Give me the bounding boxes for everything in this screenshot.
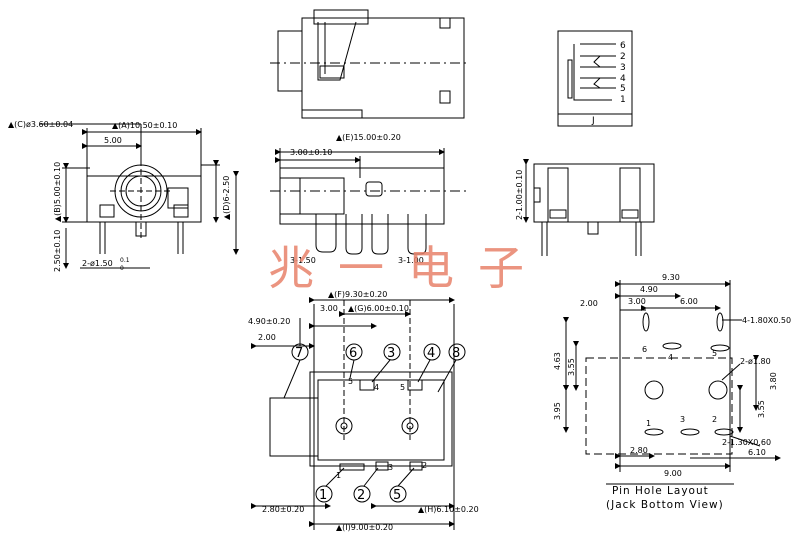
- circled-8: 8: [452, 346, 460, 361]
- phl-dim-355-left: 3.55: [567, 358, 576, 376]
- dim-a-width: ▲(A)10.50±0.10: [112, 121, 177, 130]
- phl-dim-280: 2.80: [630, 446, 648, 455]
- dim-3-150: 3-1.50: [290, 256, 316, 265]
- pin-label-2: 2: [422, 461, 427, 470]
- phl-pin-6: 6: [642, 345, 647, 354]
- schem-pin-3: 3: [620, 63, 626, 73]
- circled-1: 1: [319, 488, 327, 503]
- schem-pin-6: 6: [620, 41, 626, 51]
- top-view: [270, 9, 470, 119]
- dim-2-100: 2-1.00±0.10: [515, 170, 524, 220]
- phl-dim-355-right: 3.55: [757, 400, 766, 418]
- dim-300-side: 3.00±0.10: [290, 148, 332, 157]
- schem-pin-5: 5: [620, 84, 626, 94]
- phl-dim-900: 9.00: [664, 469, 682, 478]
- phl-dim-2-130: 2-1.30X0.60: [722, 438, 771, 447]
- dim-5: 5.00: [104, 136, 122, 145]
- dim-280-bottom: 2.80±0.20: [262, 505, 304, 514]
- phl-dim-380: 3.80: [769, 372, 778, 390]
- dim-i: ▲(I)9.00±0.20: [336, 523, 393, 532]
- circled-6: 6: [349, 346, 357, 361]
- phl-pin-5: 5: [712, 349, 717, 358]
- phl-pin-4: 4: [668, 353, 673, 362]
- phl-dim-395: 3.95: [553, 402, 562, 420]
- pin-label-1: 1: [336, 471, 341, 480]
- pin-label-4: 4: [374, 383, 379, 392]
- dim-g: ▲(G)6.00±0.10: [348, 304, 409, 313]
- side-view: [270, 148, 470, 255]
- phl-dim-2-180: 2-ø1.80: [740, 357, 771, 366]
- bottom-view: [251, 297, 466, 530]
- watermark: 兆一电子: [268, 241, 548, 295]
- schem-pin-1: 1: [620, 95, 626, 105]
- pin-label-5b: 5: [400, 383, 405, 392]
- dim-250: 2.50±0.10: [53, 230, 62, 272]
- circled-4: 4: [427, 346, 435, 361]
- circled-3: 3: [387, 346, 395, 361]
- phl-pin-3: 3: [680, 415, 685, 424]
- phl-pin-1: 1: [646, 419, 651, 428]
- dim-h: ▲(H)6.10±0.20: [418, 505, 479, 514]
- circled-5: 5: [393, 488, 401, 503]
- schem-pin-4: 4: [620, 74, 626, 84]
- front-view: [40, 123, 239, 269]
- schematic-symbol: [557, 30, 633, 127]
- phl-dim-610: 6.10: [748, 448, 766, 457]
- dim-b-height: ▲(B)5.00±0.10: [53, 162, 62, 222]
- pin-label-3: 3: [388, 463, 393, 472]
- circled-7: 7: [295, 346, 303, 361]
- dim-200-bottom: 2.00: [258, 333, 276, 342]
- phl-dim-4-180: 4-1.80X0.50: [742, 316, 791, 325]
- phl-dim-300: 3.00: [628, 297, 646, 306]
- phl-pin-2: 2: [712, 415, 717, 424]
- dim-holes: 2-ø1.50: [82, 259, 113, 268]
- dim-490-bottom: 4.90±0.20: [248, 317, 290, 326]
- phl-dim-490: 4.90: [640, 285, 658, 294]
- dim-e-length: ▲(E)15.00±0.20: [336, 133, 401, 142]
- pin-label-5a: 5: [348, 377, 353, 386]
- phl-dim-200: 2.00: [580, 299, 598, 308]
- dim-d: ▲(D)6-2.50: [222, 176, 231, 220]
- phl-dim-463: 4.63: [553, 352, 562, 370]
- dim-c-diameter: ▲(C)ø3.60±0.04: [8, 120, 73, 129]
- circled-2: 2: [357, 488, 365, 503]
- schem-pin-2: 2: [620, 52, 626, 62]
- dim-3-100: 3-1.00: [398, 256, 424, 265]
- dim-300-bottom: 3.00: [320, 304, 338, 313]
- schem-label: J: [591, 116, 595, 126]
- pin-hole-layout: [563, 280, 781, 485]
- phl-dim-930: 9.30: [662, 273, 680, 282]
- phl-dim-600: 6.00: [680, 297, 698, 306]
- dim-holes-tol-top: 0.1: [120, 257, 130, 264]
- right-view: [523, 159, 655, 256]
- phl-subtitle: (Jack Bottom View): [606, 499, 724, 511]
- phl-title: Pin Hole Layout: [612, 485, 709, 497]
- dim-f: ▲(F)9.30±0.20: [328, 290, 387, 299]
